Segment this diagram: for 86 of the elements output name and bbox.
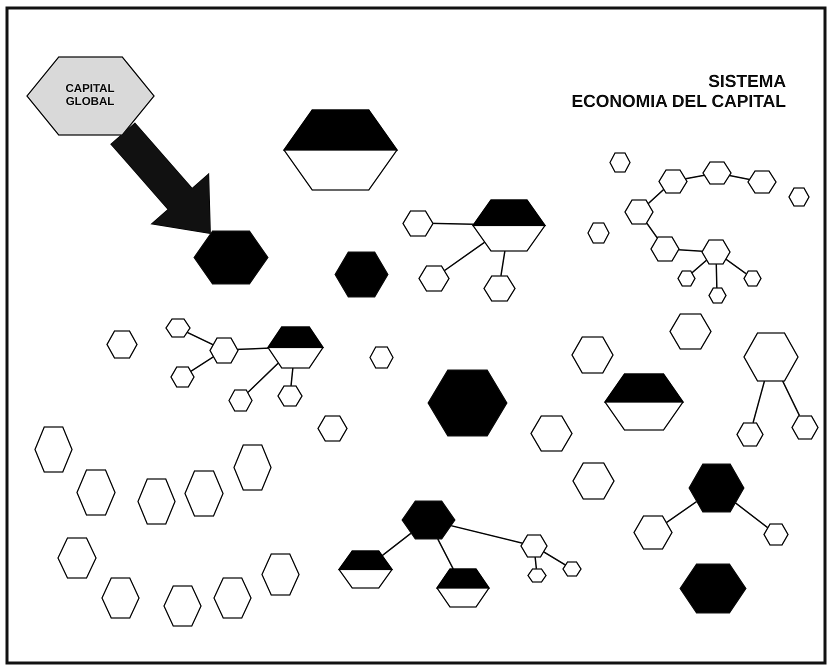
filled-hexagon: [334, 252, 388, 296]
hexagon: [370, 346, 392, 368]
hexagon: [563, 562, 581, 576]
hexagon: [572, 337, 612, 373]
hexagon: [588, 223, 608, 243]
hexagon: [210, 338, 238, 362]
hexagon: [170, 367, 194, 387]
connector-line: [382, 532, 412, 556]
connector-line: [500, 250, 506, 276]
connector-line: [725, 258, 746, 274]
hexagon: [278, 386, 302, 406]
connector-line: [752, 380, 766, 423]
connector-line: [691, 260, 708, 274]
connector-line: [646, 222, 658, 239]
hexagon: [26, 57, 154, 135]
hexagon: [659, 170, 687, 192]
connector-line: [450, 524, 523, 544]
hexagon: [403, 210, 433, 236]
half-filled-hexagon: [437, 569, 489, 607]
half-filled-hexagon: [284, 110, 396, 190]
filled-hexagon: [428, 370, 506, 436]
hexagon: [34, 426, 72, 472]
connector-line: [186, 332, 214, 346]
hexagon: [484, 276, 514, 300]
connector-line: [534, 556, 538, 569]
block-arrow: [110, 122, 211, 234]
hexagon: [228, 390, 252, 410]
connector-line: [716, 264, 718, 288]
hexagon: [625, 200, 653, 224]
connector-line: [290, 367, 294, 386]
hexagon: [737, 422, 763, 446]
hexagon: [610, 152, 630, 172]
connector-line: [685, 174, 705, 180]
hexagon: [262, 554, 298, 594]
connector-line: [543, 551, 566, 566]
hexagon: [521, 535, 547, 557]
connector-line: [782, 380, 800, 416]
half-filled-hexagon: [473, 200, 545, 250]
hexagon: [634, 516, 672, 548]
hexagon: [214, 578, 250, 618]
hexagon: [419, 266, 449, 290]
hexagon: [744, 333, 798, 381]
hexagon: [572, 463, 614, 499]
hexagon: [107, 330, 137, 358]
hexagon: [678, 270, 694, 286]
hexagon: [703, 162, 731, 184]
hexagon: [764, 524, 788, 544]
connector-line: [666, 501, 697, 524]
hexagon: [748, 171, 776, 193]
hexagon: [164, 586, 200, 626]
connector-line: [437, 538, 454, 570]
half-filled-hexagon: [338, 550, 392, 588]
hexagon: [138, 478, 174, 524]
hexagon: [318, 416, 346, 440]
hexagon: [528, 568, 546, 582]
diagram-title: SISTEMA ECONOMIA DEL CAPITAL: [571, 71, 786, 111]
half-filled-hexagon: [605, 374, 683, 430]
connector-line: [648, 188, 664, 204]
node-label: CAPITAL GLOBAL: [64, 83, 116, 109]
hexagon: [651, 237, 679, 261]
hexagon: [744, 270, 760, 286]
hexagon: [58, 538, 96, 578]
filled-hexagon: [680, 564, 746, 612]
hexagon: [234, 444, 270, 490]
filled-hexagon: [402, 501, 454, 539]
connector-line: [444, 241, 486, 272]
connector-line: [729, 174, 750, 180]
connector-line: [247, 362, 279, 394]
filled-hexagon: [194, 230, 268, 284]
connector-line: [734, 502, 768, 528]
hexagon: [530, 416, 572, 450]
filled-hexagon: [688, 464, 744, 512]
half-filled-hexagon: [268, 326, 322, 368]
hexagon: [789, 188, 809, 206]
connector-line: [238, 347, 268, 350]
connector-line: [678, 249, 703, 252]
hexagon: [708, 288, 726, 302]
hexagon: [185, 470, 223, 516]
connector-line: [432, 222, 474, 225]
hexagon: [77, 470, 115, 514]
hexagon: [102, 578, 138, 618]
hexagon: [702, 240, 730, 264]
connector-line: [190, 356, 214, 372]
hexagon: [670, 314, 710, 348]
hexagon: [166, 319, 190, 337]
hexagon: [792, 416, 818, 438]
